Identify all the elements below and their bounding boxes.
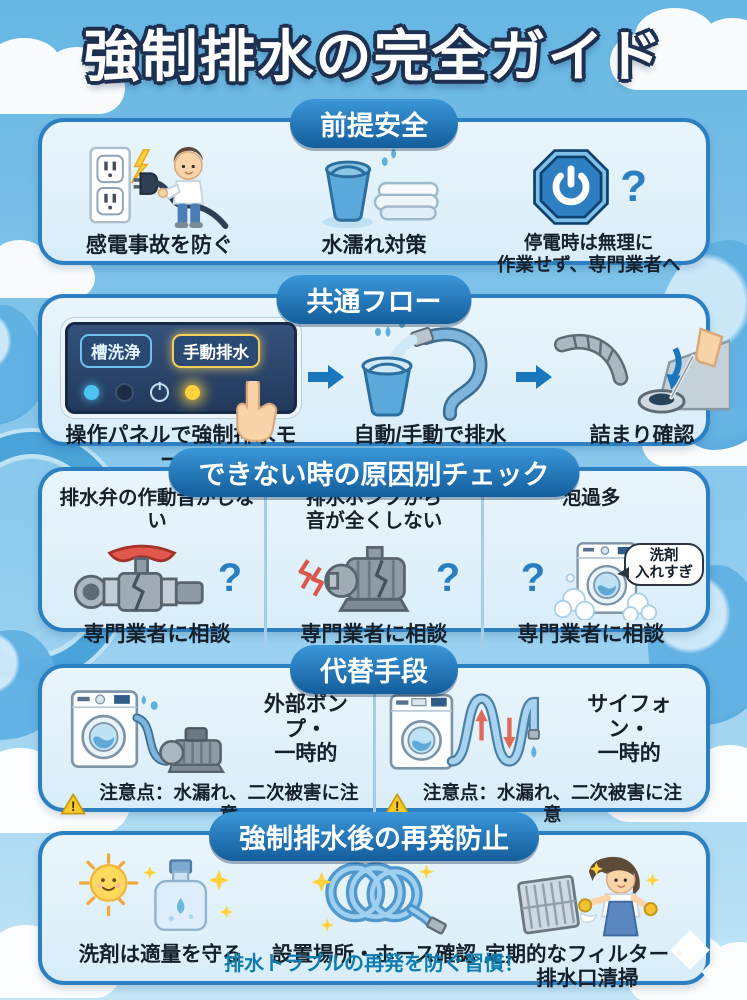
led-dark: [115, 383, 134, 402]
prevent-label: 設置場所・ホース確認: [272, 943, 476, 966]
prevent-label: 定期的なフィルター・ 排水口清掃: [485, 943, 690, 991]
clog-check-icon: [554, 327, 730, 414]
alt-siphon: サイフォン・ 一時的 ! 注意点：水漏れ、二次被害に注意: [372, 684, 697, 826]
alt-label: サイフォン・ 一時的: [587, 692, 672, 766]
drain-valve-icon: [73, 544, 204, 612]
section-safety-header: 前提安全: [290, 99, 458, 148]
sun-detergent-icon: [78, 853, 233, 931]
power-led-icon: [150, 383, 169, 402]
flow-step-clog: 詰まり確認: [554, 322, 730, 449]
cause-action: 専門業者に相談: [300, 623, 448, 646]
external-pump-icon: [70, 690, 226, 773]
question-mark: ?: [435, 556, 461, 600]
arrow-right-icon: [516, 365, 552, 389]
cause-valve: 排水弁の作動音がしない ? 専門業者に相談: [50, 487, 264, 648]
prevent-label: 洗剤は適量を守る: [78, 943, 243, 966]
section-causes-header: できない時の原因別チェック: [168, 448, 580, 497]
safety-item-power: ? 停電時は無理に 作業せず、専門業者へ: [481, 144, 696, 276]
safety-item-label: 感電事故を防ぐ: [85, 234, 233, 257]
safety-item-bucket: 水濡れ対策: [267, 144, 482, 276]
pressing-finger-icon: [236, 381, 278, 442]
prevent-hose: 設置場所・ホース確認: [267, 853, 480, 991]
siphon-icon: [389, 693, 540, 770]
cause-foam: 泡過多 ?: [481, 487, 704, 648]
safety-item-label: 停電時は無理に 作業せず、専門業者へ: [496, 232, 681, 275]
flow-step-label: 詰まり確認: [589, 424, 695, 447]
prevent-filter: 定期的なフィルター・ 排水口清掃: [481, 853, 694, 991]
safety-item-unplug: 感電事故を防ぐ: [52, 144, 267, 276]
prevent-detergent: 洗剤は適量を守る: [54, 853, 267, 991]
drain-pump-icon: [298, 546, 410, 612]
led-blue: [84, 385, 99, 400]
section-alternatives-header: 代替手段: [290, 645, 458, 694]
section-flow-header: 共通フロー: [276, 275, 472, 324]
flow-step-panel: 槽洗浄 手動排水 操作パネルで強制排水モード: [56, 322, 306, 474]
alt-warning-text: 注意点：水漏れ、二次被害に注意: [422, 782, 683, 825]
bucket-drain-icon: [361, 322, 488, 421]
svg-text:!: !: [71, 798, 76, 814]
bucket-towel-icon: [322, 147, 439, 229]
section-prevention-header: 強制排水後の再発防止: [209, 812, 539, 861]
panel-button-tub-wash: 槽洗浄: [80, 334, 152, 368]
hose-coil-icon: [311, 862, 447, 935]
question-mark: ?: [520, 556, 546, 600]
alt-external-pump: 外部ポンプ・ 一時的 ! 注意点：水漏れ、二次被害に注意: [52, 684, 373, 826]
alt-warning: ! 注意点：水漏れ、二次被害に注意: [384, 782, 689, 826]
led-active: [185, 385, 200, 400]
panel-leds: [84, 383, 200, 402]
section-causes: できない時の原因別チェック 排水弁の作動音がしない: [38, 448, 710, 648]
panel-button-manual-drain: 手動排水: [172, 334, 260, 368]
power-stop-icon: [533, 149, 610, 225]
speech-bubble: 洗剤 入れすぎ: [617, 543, 704, 587]
page-title: 強制排水の完全ガイド: [83, 25, 664, 88]
warning-triangle-icon: !: [60, 793, 86, 815]
arrow-right-icon: [308, 365, 344, 389]
foam-washer-icon: [554, 542, 658, 620]
section-safety: 前提安全: [38, 99, 710, 275]
section-alternatives: 代替手段: [38, 645, 710, 826]
cause-symptom: 泡過多: [561, 487, 621, 509]
filter-clean-icon: [517, 856, 660, 937]
question-mark: ?: [217, 556, 243, 600]
section-flow: 共通フロー 槽洗浄 手動排水: [38, 275, 730, 472]
control-panel-icon: 槽洗浄 手動排水: [65, 322, 297, 442]
section-prevention: 強制排水後の再発防止: [38, 812, 710, 990]
flow-step-bucket: 自動/手動で排水開始: [346, 322, 514, 474]
cause-pump: 排水ポンプから 音が全くしない ? 専門業者に相談: [264, 487, 481, 648]
question-mark: ?: [620, 162, 648, 211]
alt-label: 外部ポンプ・ 一時的: [263, 692, 348, 766]
safety-item-label: 水濡れ対策: [321, 234, 427, 257]
cloud-decoration: [610, 8, 747, 90]
prevention-caption: 排水トラブルの再発を防ぐ習慣！: [224, 953, 524, 975]
cloud-decoration: [0, 38, 125, 114]
cause-action: 専門業者に相談: [83, 623, 231, 646]
cause-action: 専門業者に相談: [517, 623, 665, 646]
alt-warning: ! 注意点：水漏れ、二次被害に注意: [60, 782, 365, 826]
svg-text:!: !: [394, 798, 399, 814]
unplug-person-icon: [89, 146, 229, 230]
